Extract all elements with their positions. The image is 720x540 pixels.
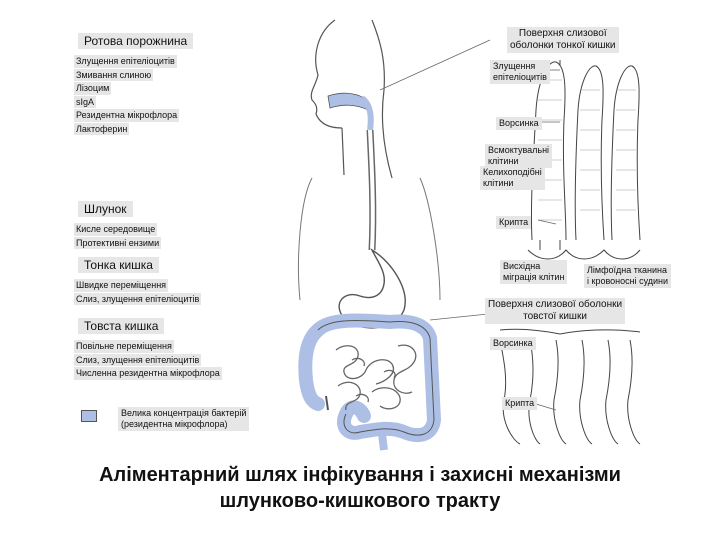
list-item: Кисле середовище	[74, 223, 158, 236]
torso-outline	[298, 177, 441, 301]
small-intestine-surface-title: Поверхня слизової оболонки тонкої кишки	[507, 27, 619, 53]
colon	[311, 313, 442, 443]
neck-outline	[341, 19, 393, 179]
stomach-heading: Шлунок	[78, 201, 133, 217]
legend-label: Велика концентрація бактерій (резидентна…	[118, 407, 250, 431]
pharynx	[359, 95, 374, 131]
label-large-crypt: Крипта	[502, 397, 538, 410]
small-intestine-villi	[527, 60, 641, 260]
list-item: sIgA	[74, 95, 97, 108]
label-lymphoid-tissue: Лімфоїдна тканина і кровоносні судини	[584, 264, 672, 288]
list-item: Слиз, злущення епітеліоцитів	[74, 353, 202, 366]
label-upward-migration: Висхідна міграція клітин	[500, 260, 568, 284]
stomach-list: Кисле середовище Протективні ензими	[74, 223, 162, 250]
ascending-colon	[298, 323, 325, 411]
list-item: Слиз, злущення епітеліоцитів	[74, 292, 202, 305]
small-intestine-loops	[335, 344, 417, 411]
list-item: Численна резидентна мікрофлора	[74, 367, 222, 380]
list-item: Повільне переміщення	[74, 340, 174, 353]
list-item: Змивання слиною	[74, 68, 154, 81]
large-intestine-heading: Товста кишка	[78, 318, 165, 334]
list-item: Лактоферин	[74, 122, 130, 135]
label-absorptive-cells: Всмоктувальні клітини	[485, 144, 553, 168]
legend-swatch	[81, 410, 97, 422]
list-item: Протективні ензими	[74, 236, 162, 249]
small-intestine-list: Швидке переміщення Слиз, злущення епітел…	[74, 279, 202, 306]
label-shedding: Злущення епітеліоцитів	[490, 60, 550, 84]
large-intestine-surface-title: Поверхня слизової оболонки товстої кишки	[485, 298, 626, 324]
list-item: Лізоцим	[74, 82, 112, 95]
label-crypt: Крипта	[496, 216, 532, 229]
stomach	[338, 248, 406, 329]
label-large-villus: Ворсинка	[490, 337, 536, 350]
oral-cavity-list: Злущення епітеліоцитів Змивання слиною Л…	[74, 55, 180, 136]
list-item: Швидке переміщення	[74, 279, 169, 292]
list-item: Злущення епітеліоцитів	[74, 55, 177, 68]
oral-cavity-heading: Ротова порожнина	[78, 33, 194, 49]
list-item: Резидентна мікрофлора	[74, 109, 180, 122]
small-intestine-heading: Тонка кишка	[78, 257, 159, 273]
large-intestine-list: Повільне переміщення Слиз, злущення епіт…	[74, 340, 222, 381]
head-outline	[310, 19, 343, 129]
figure-caption: Аліментарний шлях інфікування і захисні …	[99, 464, 621, 512]
rectum	[378, 433, 388, 451]
label-goblet-cells: Келихоподібні клітини	[480, 166, 545, 190]
label-villus: Ворсинка	[496, 117, 542, 130]
large-intestine-crypts	[499, 328, 641, 445]
